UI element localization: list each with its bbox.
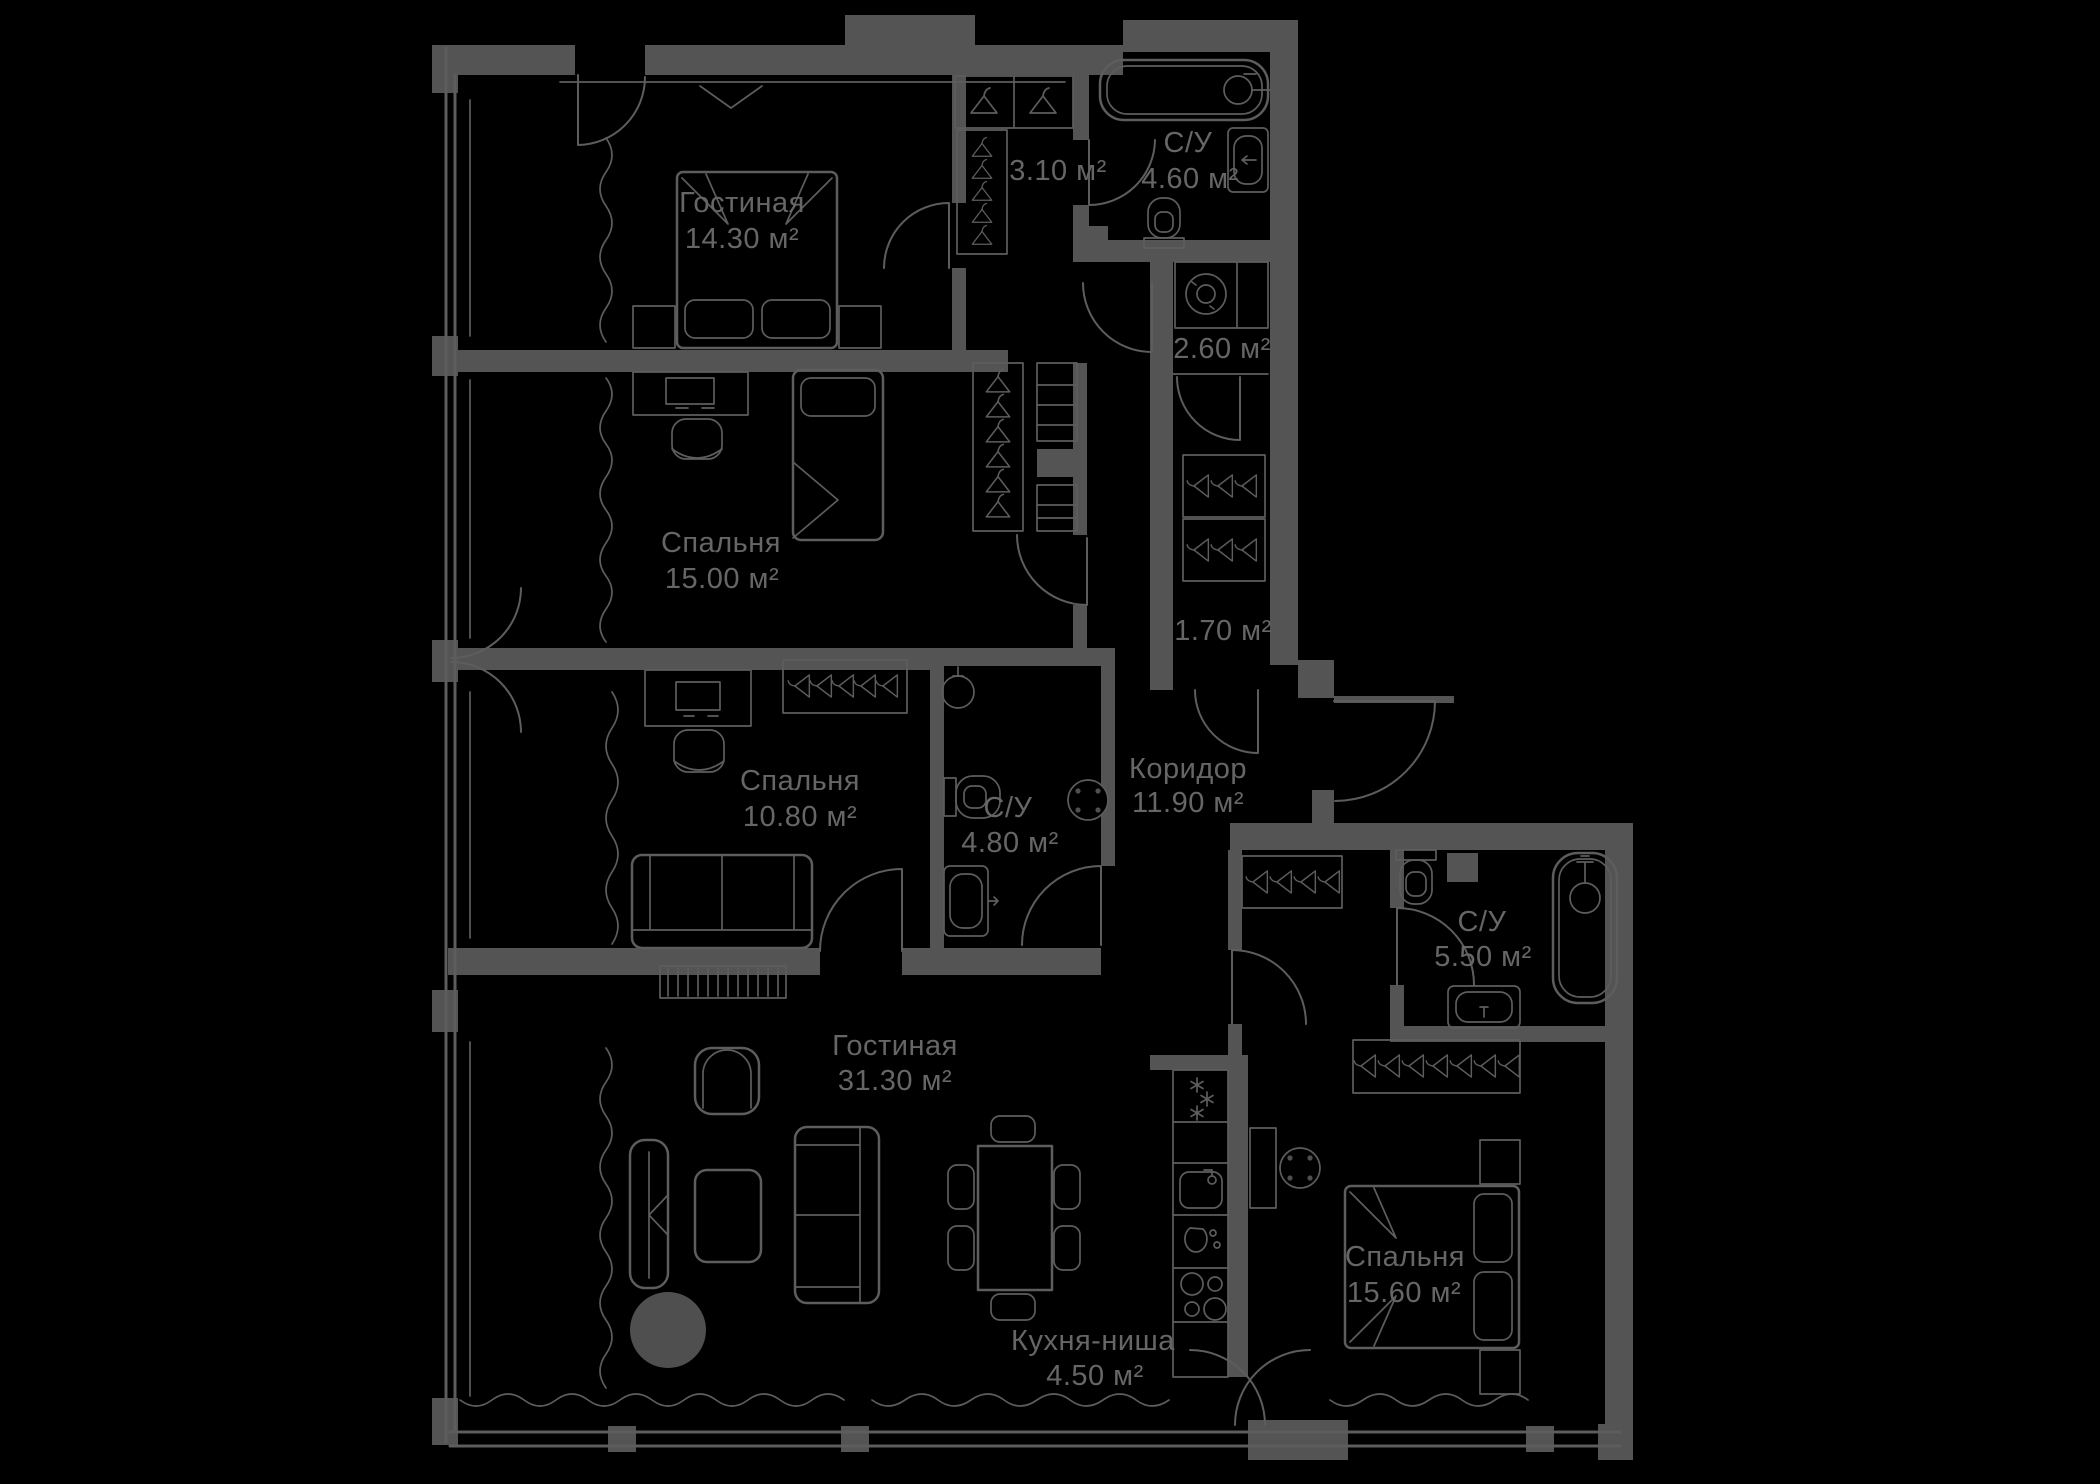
room-label: Гостиная [679, 187, 805, 219]
armchair-icon [693, 1046, 761, 1116]
wardrobe-icon [1352, 1039, 1521, 1094]
door-swings [450, 74, 1475, 1426]
washing-machine-icon [1185, 273, 1227, 315]
kettle-icon [1184, 1227, 1221, 1253]
room-area: 15.00 м² [665, 563, 779, 595]
sofa-icon [630, 853, 814, 950]
room-area: 15.60 м² [1347, 1277, 1461, 1309]
radiator-icon [659, 965, 787, 999]
toilet-icon [943, 775, 1001, 819]
room-label: Спальня [740, 765, 860, 797]
wardrobe-icon [1182, 454, 1266, 518]
bathtub-icon [1551, 851, 1619, 1005]
dresser-icon [1249, 1127, 1277, 1209]
chair-icon [673, 729, 725, 773]
room-area: 11.90 м² [1132, 787, 1244, 819]
room-area: 4.80 м² [961, 827, 1059, 859]
room-label: С/У [1458, 906, 1507, 938]
room-living-main: Гостиная 31.30 м² [628, 965, 1081, 1368]
room-bathroom-2: С/У 4.80 м² [941, 666, 1059, 937]
toilet-icon [1395, 849, 1437, 905]
nightstand-icon [632, 305, 676, 349]
window-glazing [444, 46, 1622, 1448]
room-area: 2.60 м² [1173, 333, 1271, 365]
double-bed-icon [675, 170, 839, 350]
room-dressing: 3.10 м² [954, 75, 1107, 255]
room-label: С/У [984, 792, 1033, 824]
room-area: 4.60 м² [1141, 163, 1239, 195]
bathtub-icon [1098, 58, 1271, 122]
room-label: С/У [1164, 127, 1213, 159]
room-bedroom-3: Спальня 15.60 м² [1249, 1127, 1521, 1395]
curtain-lines [459, 137, 1529, 1407]
stove-icon [1180, 1272, 1227, 1321]
dining-table-icon [947, 1115, 1081, 1321]
room-bathroom-1: С/У 4.60 м² [1098, 58, 1271, 249]
room-label: Спальня [1345, 1241, 1465, 1273]
sink-icon [943, 865, 999, 937]
room-area: 4.50 м² [1046, 1360, 1144, 1392]
room-area: 1.70 м² [1174, 615, 1272, 647]
towel-dryer-icon [941, 666, 975, 709]
wardrobe-icon [956, 129, 1008, 255]
nightstand-icon [838, 305, 882, 349]
sink-icon [1447, 985, 1521, 1029]
wardrobe-icon [782, 659, 908, 714]
column-icon [1067, 779, 1109, 821]
room-label: Гостиная [832, 1030, 958, 1062]
kitchen-sink-icon [1179, 1169, 1223, 1209]
toilet-icon [1143, 197, 1185, 249]
shelving-icon [1036, 362, 1078, 532]
wall-tv-icon [699, 85, 763, 109]
room-area: 3.10 м² [1009, 155, 1107, 187]
cabinet-icon [1174, 261, 1269, 329]
tv-console-icon [628, 1138, 670, 1290]
room-bedroom-1: Спальня 15.00 м² [632, 362, 1078, 595]
room-kitchen: Кухня-ниша 4.50 м² [1011, 1069, 1229, 1392]
room-laundry: 2.60 м² [1172, 261, 1271, 375]
room-bathroom-3: С/У 5.50 м² [1241, 849, 1619, 1094]
room-living-small: Гостиная 14.30 м² [632, 85, 882, 350]
room-area: 10.80 м² [743, 801, 857, 833]
room-area: 5.50 м² [1434, 941, 1532, 973]
room-label: Спальня [661, 527, 781, 559]
room-bedroom-2: Спальня 10.80 м² [630, 659, 908, 950]
room-label: Кухня-ниша [1011, 1325, 1175, 1357]
sofa-icon [793, 1125, 881, 1305]
coffee-table-icon [693, 1168, 763, 1264]
nightstand-icon [1479, 1139, 1521, 1185]
wardrobe-icon [1241, 855, 1343, 909]
kitchen-unit-icon [1172, 1069, 1229, 1378]
round-rug-icon [630, 1292, 706, 1368]
double-bed-icon [1343, 1184, 1521, 1350]
desk-icon [632, 371, 749, 416]
desk-icon [644, 669, 752, 727]
wardrobe-icon [1182, 518, 1266, 582]
room-area: 31.30 м² [838, 1065, 952, 1097]
round-table-icon [1279, 1147, 1321, 1189]
nightstand-icon [1479, 1349, 1521, 1395]
wardrobe-icon [972, 362, 1024, 532]
room-label: Коридор [1129, 753, 1247, 785]
room-closet: 1.70 м² [1174, 454, 1272, 647]
chair-icon [671, 418, 723, 460]
single-bed-icon [791, 368, 885, 542]
room-corridor: Коридор 11.90 м² [1067, 753, 1247, 821]
sink-icon [1227, 127, 1269, 193]
room-area: 14.30 м² [685, 223, 799, 255]
